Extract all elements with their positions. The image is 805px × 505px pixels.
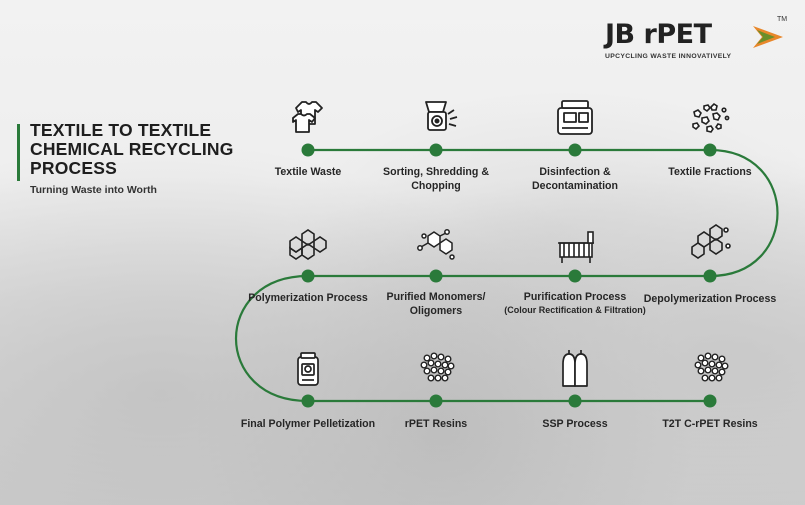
- connector-turn-right: [709, 148, 779, 278]
- step-label-sorting: Sorting, Shredding & Chopping: [383, 166, 489, 192]
- textile-waste-icon: [292, 101, 323, 133]
- step-label-textile-waste: Textile Waste: [274, 166, 342, 178]
- step-dot-monomers: [429, 269, 443, 283]
- step-dot-depolymerization: [703, 269, 717, 283]
- step-dot-sorting: [429, 143, 443, 157]
- brand-logo: JB rPET TM UPCYCLING WASTE INNOVATIVELY: [605, 16, 790, 60]
- step-dot-pelletization: [301, 394, 315, 408]
- purification-note: (Colour Rectification & Filtration): [504, 305, 646, 315]
- depolymerization-icon: [691, 224, 731, 259]
- polymer-icon: [289, 229, 327, 260]
- step-label-purification: Purification Process (Colour Rectificati…: [500, 290, 650, 316]
- pelletizer-icon: [297, 352, 319, 386]
- connector-turn-left: [234, 274, 309, 403]
- step-dot-textile-waste: [301, 143, 315, 157]
- monomers-icon: [417, 229, 455, 260]
- step-dot-ssp: [568, 394, 582, 408]
- step-label-textile-fractions: Textile Fractions: [668, 166, 752, 178]
- step-dot-rpet-resins: [429, 394, 443, 408]
- trademark-mark: TM: [777, 16, 788, 23]
- step-label-rpet-resins: rPET Resins: [404, 418, 468, 430]
- step-dot-purification: [568, 269, 582, 283]
- purification-icon: [558, 231, 594, 263]
- page-subtitle: Turning Waste into Worth: [30, 184, 157, 196]
- shredder-icon: [425, 101, 458, 131]
- c-rpet-resins-icon: [694, 352, 729, 382]
- brand-name: JB rPET: [605, 19, 712, 50]
- step-dot-disinfection: [568, 143, 582, 157]
- disinfection-machine-icon: [557, 100, 593, 135]
- step-dot-textile-fractions: [703, 143, 717, 157]
- step-dot-polymerization: [301, 269, 315, 283]
- brand-tagline: UPCYCLING WASTE INNOVATIVELY: [605, 53, 732, 60]
- fractions-icon: [692, 102, 730, 133]
- title-accent-bar: [17, 124, 20, 181]
- step-label-monomers: Purified Monomers/ Oligomers: [386, 291, 486, 317]
- step-dot-c-rpet: [703, 394, 717, 408]
- rpet-resins-icon: [420, 352, 455, 382]
- brand-arrow-icon: [753, 26, 783, 48]
- step-label-ssp: SSP Process: [542, 418, 608, 430]
- step-label-pelletization: Final Polymer Pelletization: [240, 418, 376, 430]
- ssp-silo-icon: [562, 350, 588, 387]
- purification-title: Purification Process: [523, 291, 627, 303]
- step-label-c-rpet: T2T C-rPET Resins: [662, 418, 758, 430]
- step-label-depolymerization: Depolymerization Process: [643, 293, 777, 305]
- step-label-disinfection: Disinfection & Decontamination: [532, 166, 618, 192]
- page-title: TEXTILE TO TEXTILE CHEMICAL RECYCLING PR…: [30, 120, 234, 178]
- step-label-polymerization: Polymerization Process: [248, 292, 368, 304]
